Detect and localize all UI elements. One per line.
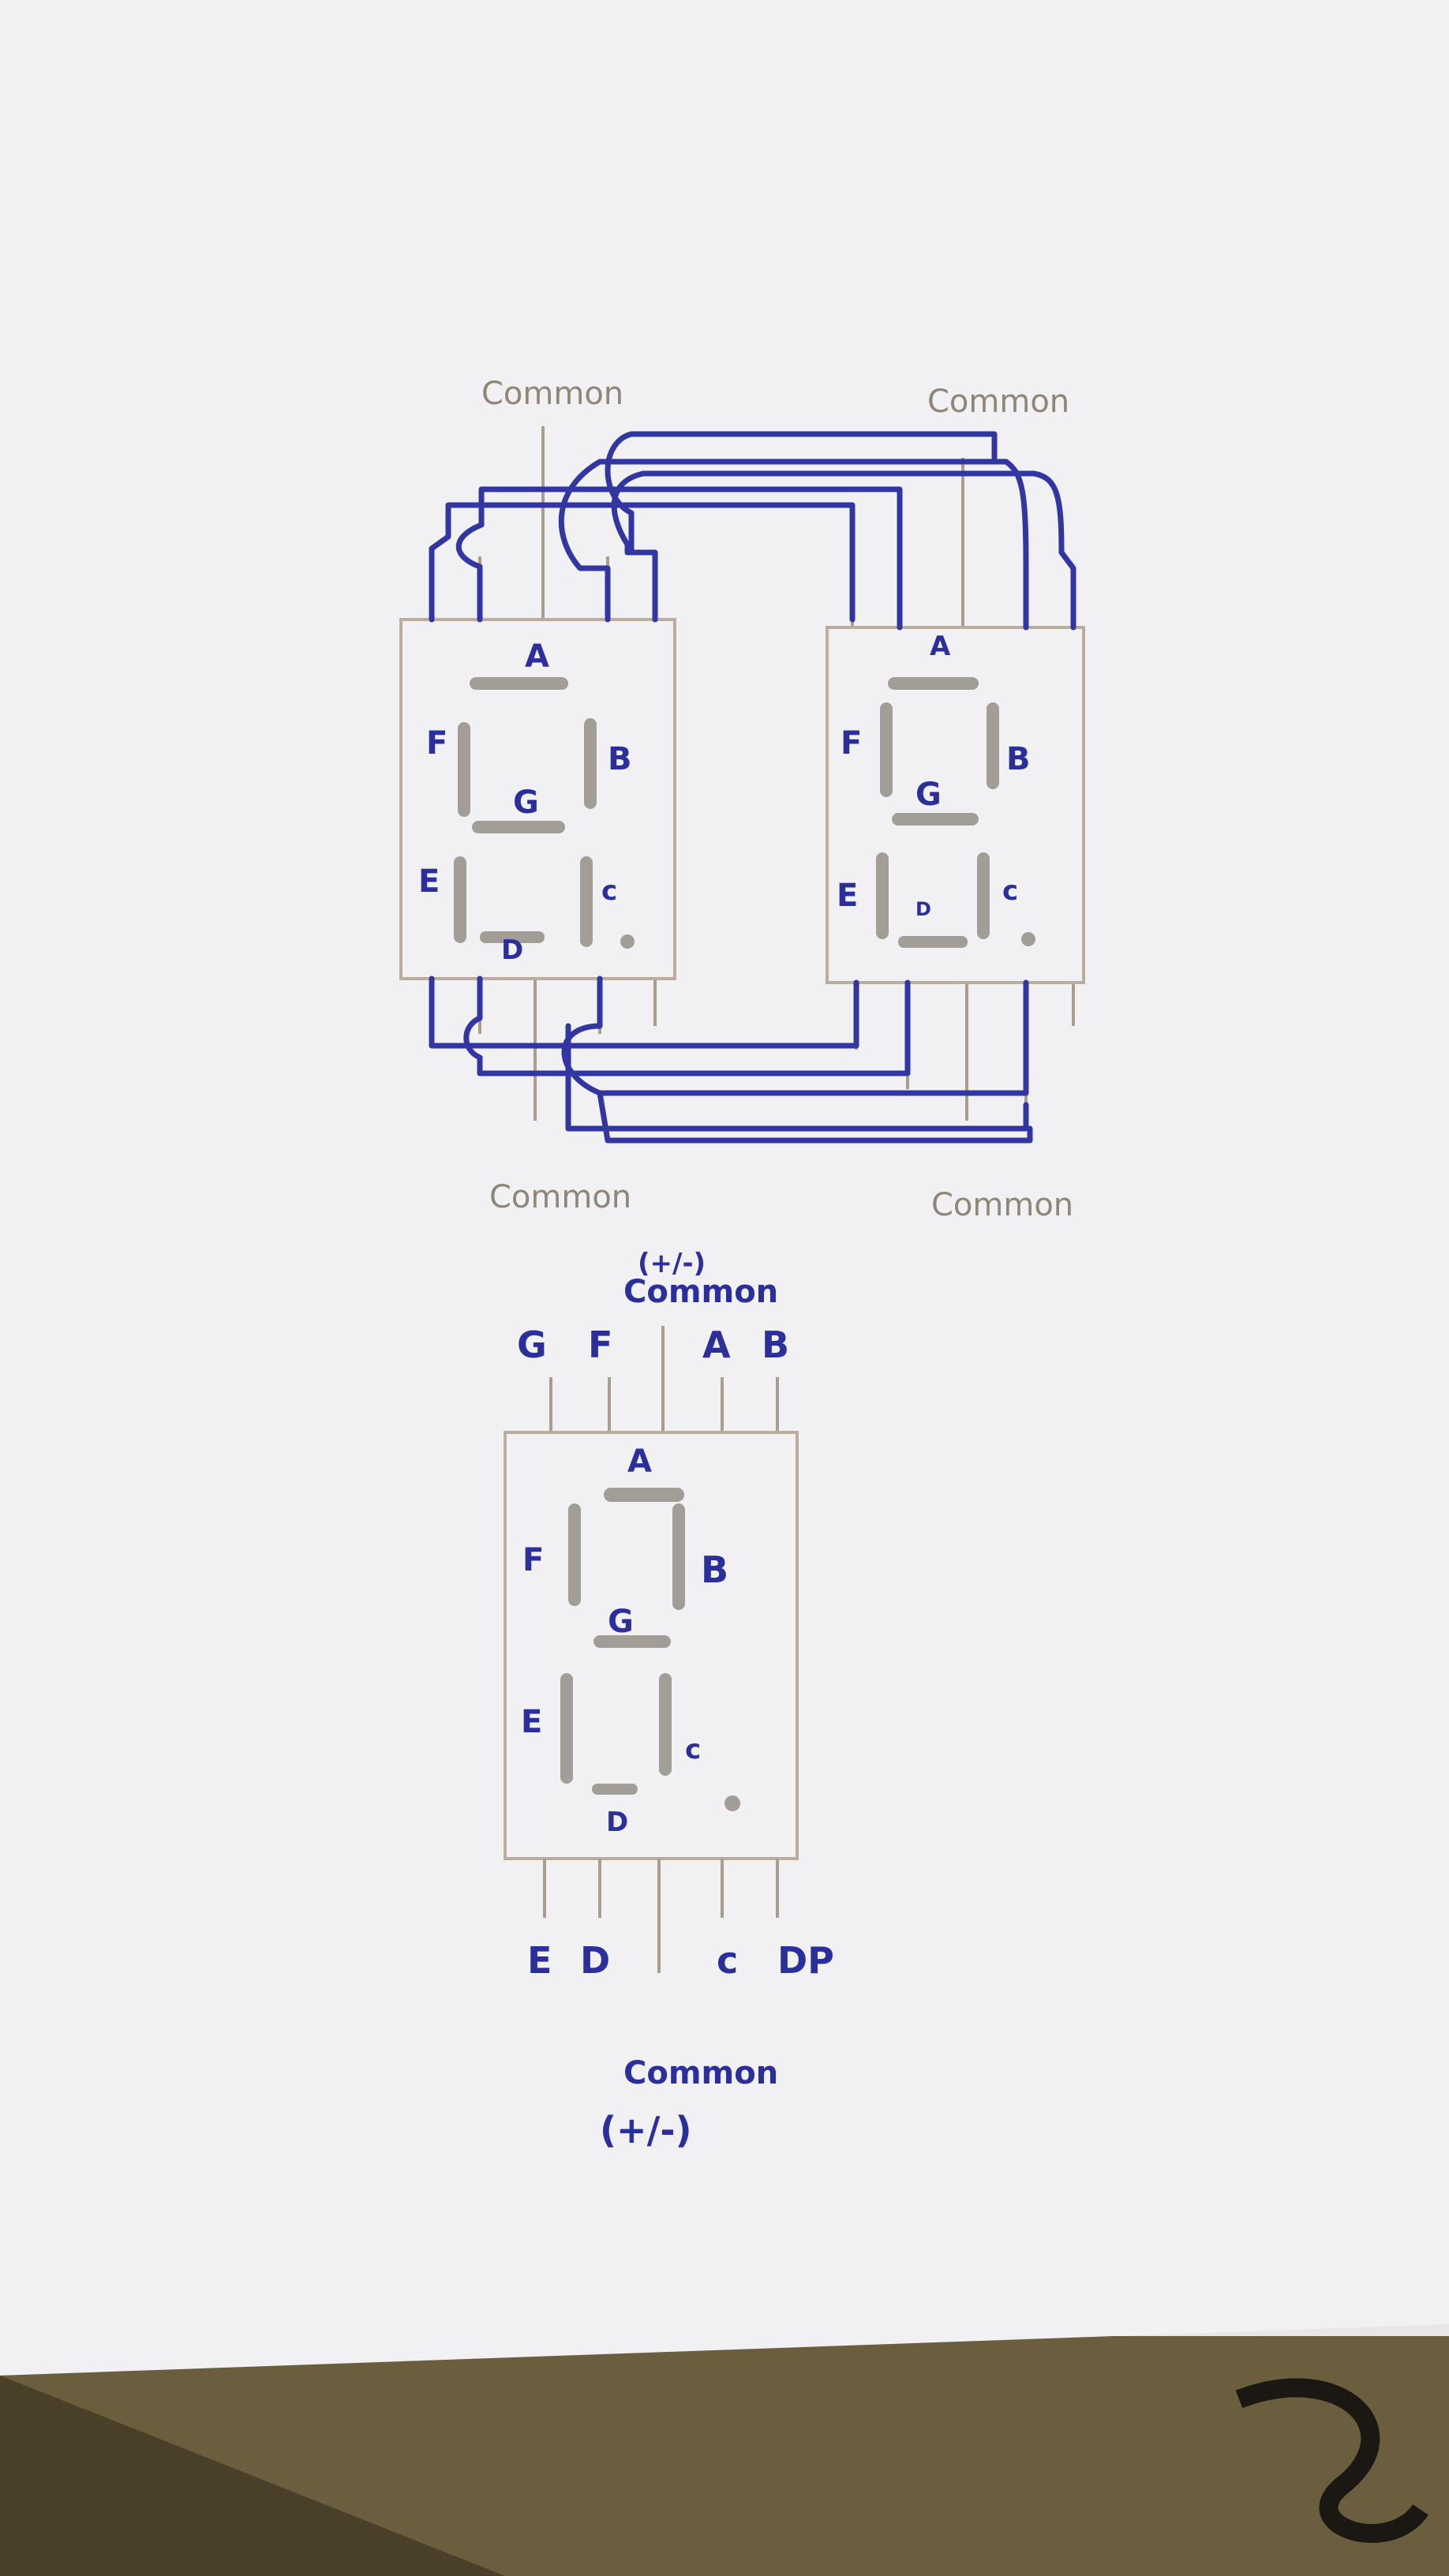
right-seg-g <box>892 813 979 826</box>
right-seg-d <box>898 936 968 948</box>
fabric-shadow <box>0 2376 505 2576</box>
pinout-seg-e <box>560 1673 573 1784</box>
pinout-diagram: A B F G E c D (+/-) Common G F A B E D c… <box>504 1248 834 2151</box>
pinout-seg-d <box>592 1784 638 1795</box>
wire-bottom-4 <box>565 1023 1029 1132</box>
wire-top-4 <box>611 470 1076 631</box>
pinout-top-pin-label-2: F <box>588 1324 612 1366</box>
left-label-e: E <box>418 863 440 900</box>
wire-bottom-1 <box>429 975 859 1049</box>
left-seg-a <box>470 677 568 690</box>
pinout-bottom-polarity: (+/-) <box>600 2109 691 2151</box>
right-label-b: B <box>1006 741 1031 777</box>
pinout-top-polarity: (+/-) <box>638 1248 706 1279</box>
wire-top-5 <box>605 431 998 556</box>
right-seven-segment-display: A B F G E c D <box>826 626 1085 984</box>
left-seg-g <box>472 821 565 833</box>
pinout-bottom-pin-label-2: D <box>580 1939 610 1982</box>
wire-top-1 <box>429 502 856 623</box>
pinout-bottom-pin-label-1: E <box>527 1939 552 1982</box>
left-decimal-point <box>620 934 635 949</box>
wire-top-2 <box>455 486 903 631</box>
pinout-top-common-label: Common <box>623 1274 778 1310</box>
left-seg-d <box>480 931 545 943</box>
left-label-f: F <box>426 725 447 762</box>
common-label-bottom-left: Common <box>489 1179 631 1215</box>
right-label-d: D <box>915 898 931 920</box>
right-seg-e <box>876 852 889 939</box>
left-seg-f <box>458 722 470 817</box>
pinout-label-b: B <box>701 1548 728 1591</box>
left-label-g: G <box>513 784 539 821</box>
wire-bottom-5 <box>597 1090 1033 1144</box>
wire-bottom-2 <box>463 975 911 1076</box>
pinout-seg-c <box>659 1673 672 1776</box>
pinout-bottom-common-label: Common <box>623 2055 778 2091</box>
top-wires <box>429 431 1076 631</box>
left-label-a: A <box>525 638 549 675</box>
pinout-bottom-pin-label-3: c <box>717 1939 738 1982</box>
pinout-seg-g <box>593 1635 671 1648</box>
right-label-g: G <box>915 777 942 813</box>
right-label-e: E <box>837 878 858 914</box>
left-label-c: c <box>601 875 617 907</box>
pinout-seg-a <box>604 1488 684 1502</box>
pinout-label-c: c <box>685 1734 701 1765</box>
pinout-label-d: D <box>606 1807 628 1838</box>
left-seg-c <box>580 856 593 947</box>
right-seg-c <box>977 852 990 939</box>
pinout-top-pin-label-1: G <box>517 1324 547 1366</box>
right-decimal-point <box>1021 932 1035 946</box>
left-label-b: B <box>608 741 632 777</box>
right-label-c: c <box>1002 875 1018 907</box>
common-label-top-right: Common <box>927 384 1069 420</box>
left-seg-e <box>454 856 466 943</box>
left-seven-segment-display: A B F G E c D <box>399 618 676 980</box>
bottom-wires <box>429 975 1033 1144</box>
wire-top-3 <box>558 459 1029 631</box>
right-label-f: F <box>841 725 862 762</box>
right-label-a: A <box>930 631 951 662</box>
pinout-label-e: E <box>521 1704 542 1740</box>
right-seg-a <box>888 677 979 690</box>
pinout-seg-f <box>568 1503 581 1606</box>
left-seg-b <box>584 718 597 809</box>
left-label-d: D <box>501 934 523 966</box>
common-label-bottom-right: Common <box>931 1187 1073 1223</box>
pinout-label-a: A <box>627 1443 652 1480</box>
right-seg-b <box>987 702 999 789</box>
paper-sheet <box>0 0 1449 2376</box>
pinout-bottom-pin-label-4: DP <box>777 1939 834 1982</box>
pinout-decimal-point <box>724 1795 740 1811</box>
pinout-top-pin-label-4: B <box>762 1324 789 1366</box>
pinout-label-f: F <box>522 1542 544 1578</box>
pinout-label-g: G <box>608 1604 634 1640</box>
top-wiring-diagram: Common Common Common Common <box>399 376 1085 1223</box>
pinout-top-pin-label-3: A <box>702 1324 731 1366</box>
right-seg-f <box>880 702 893 797</box>
common-label-top-left: Common <box>481 376 623 412</box>
pinout-seg-b <box>672 1503 685 1610</box>
fabric-pattern <box>1235 2378 1428 2544</box>
